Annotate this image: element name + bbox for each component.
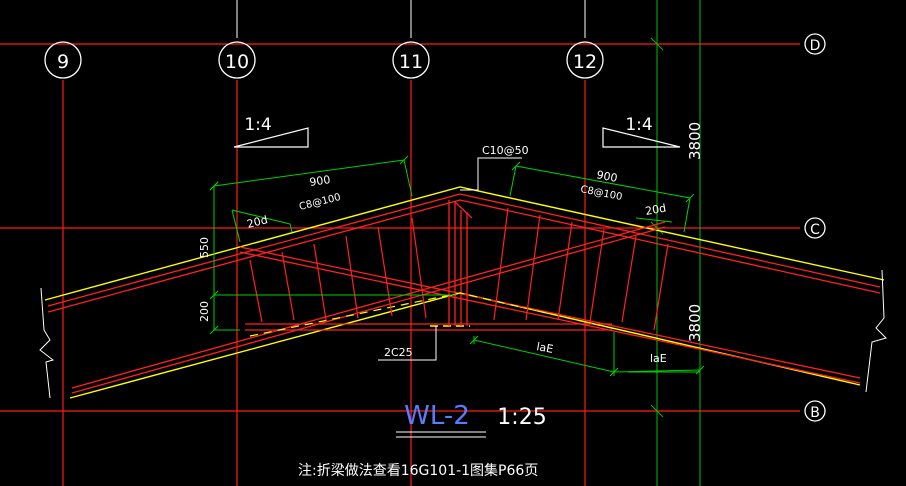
stirrups xyxy=(249,207,669,331)
slope-left-label: 1:4 xyxy=(244,115,271,135)
slope-right-label: 1:4 xyxy=(625,115,652,135)
grid-bubble-11[interactable]: 11 xyxy=(392,41,430,79)
elevation-upper: 3800 xyxy=(686,122,704,160)
rebar-ridge-stirrup: C10@50 xyxy=(482,144,529,157)
dim-left-anchor: 20d xyxy=(246,213,270,231)
grid-bubble-9[interactable]: 9 xyxy=(44,41,82,79)
grid-label-B: B xyxy=(810,405,820,421)
grid-label-10: 10 xyxy=(225,51,249,73)
grid-bubble-10[interactable]: 10 xyxy=(218,41,256,79)
drawing-title: WL-2 xyxy=(404,401,470,431)
grid-lines xyxy=(0,43,800,486)
rebar-left-stirrup: C8@100 xyxy=(298,192,342,213)
grid-bubble-C[interactable]: C xyxy=(804,217,826,239)
beam-outline xyxy=(44,186,885,399)
grid-bubble-B[interactable]: B xyxy=(804,400,826,422)
bottom-bar-leader xyxy=(378,326,437,361)
dim-lae-left: laE xyxy=(535,340,554,356)
grid-label-C: C xyxy=(810,222,820,238)
green-dimension-lines xyxy=(650,0,701,486)
dim-right-span: 900 xyxy=(595,168,618,185)
ridge-dashed-bar xyxy=(249,292,621,337)
rebar-right-stirrup: C8@100 xyxy=(579,184,623,203)
grid-bubble-D[interactable]: D xyxy=(804,33,826,55)
dim-left-span: 900 xyxy=(309,173,332,189)
drawing-note: 注:折梁做法查看16G101-1图集P66页 xyxy=(298,462,538,479)
grid-bubble-12[interactable]: 12 xyxy=(566,41,604,79)
ridge-stirrup-leader xyxy=(460,157,522,191)
grid-label-9: 9 xyxy=(57,51,69,73)
elevation-lower: 3800 xyxy=(686,304,704,342)
grid-label-D: D xyxy=(810,38,821,54)
dim-right-anchor: 20d xyxy=(644,202,667,218)
break-lines xyxy=(39,269,887,399)
slope-symbol-right: 1:4 xyxy=(602,115,681,148)
dimension-lines xyxy=(209,155,705,377)
dim-lae-right: laE xyxy=(650,352,667,365)
grid-label-12: 12 xyxy=(573,51,597,73)
rebar-bottom-bar: 2C25 xyxy=(384,346,413,359)
drawing-scale: 1:25 xyxy=(497,405,546,430)
slope-symbol-left: 1:4 xyxy=(233,115,309,148)
grid-label-11: 11 xyxy=(399,51,423,73)
dim-height-550: 550 xyxy=(198,237,211,258)
dim-height-200: 200 xyxy=(198,301,211,322)
title-underline xyxy=(396,431,486,438)
